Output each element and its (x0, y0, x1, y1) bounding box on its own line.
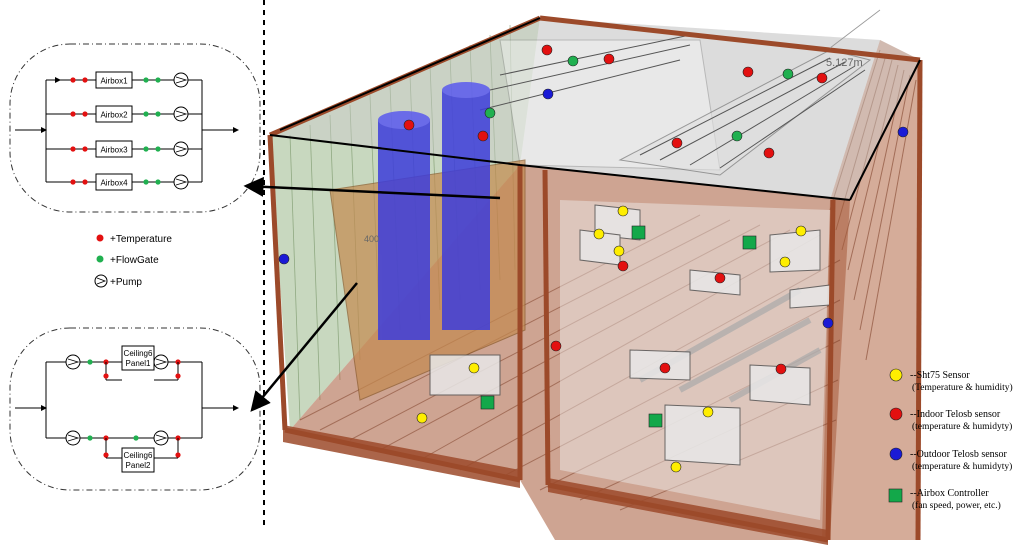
flow-marker (567, 55, 579, 67)
sht75-sensors (416, 205, 807, 473)
water-tanks (378, 82, 490, 340)
ceiling-panel2-line2: Panel2 (126, 461, 151, 470)
airbox-legend-title: --Airbox Controller (910, 488, 989, 499)
sht75-sensor-marker (593, 228, 605, 240)
indoor-sensor-marker (775, 363, 787, 375)
indoor-sensor-marker (541, 44, 553, 56)
airbox1-label: Airbox1 (100, 77, 128, 86)
outdoor-sensor-marker (822, 317, 834, 329)
airbox-controller-marker (480, 395, 495, 410)
outdoor-legend-title: --Outdoor Telosb sensor (910, 449, 1008, 460)
airbox-row-2: Airbox2 (46, 105, 202, 123)
mini-legend: +Temperature +FlowGate +Pump (94, 234, 172, 288)
flow-marker (484, 107, 496, 119)
flowrate-marker-icon (96, 255, 104, 263)
outdoor-telosb-sensors (278, 88, 909, 329)
airbox-controller-marker (631, 225, 646, 240)
indoor-legend-icon (889, 407, 903, 421)
sht75-sensor-marker (702, 406, 714, 418)
indoor-sensor-marker (816, 72, 828, 84)
airbox-controllers (480, 225, 757, 428)
sht75-legend-detail: (Temperature & humidity) (912, 382, 1013, 393)
mini-legend-flowrate: +FlowGate (110, 255, 159, 266)
sht75-sensor-marker (613, 245, 625, 257)
pump-icon (173, 106, 189, 122)
flow-markers-green (484, 55, 794, 142)
indoor-telosb-sensors (403, 44, 828, 375)
airbox-controller-marker (648, 413, 663, 428)
airbox-row-1: Airbox1 (46, 71, 202, 89)
airbox-legend-icon (888, 488, 903, 503)
dimension-label: 5.127m (826, 57, 863, 69)
indoor-sensor-marker (714, 272, 726, 284)
sht75-sensor-marker (416, 412, 428, 424)
sht75-sensor-marker (468, 362, 480, 374)
pump-icon (173, 141, 189, 157)
indoor-sensor-marker (477, 130, 489, 142)
flow-marker (731, 130, 743, 142)
pump-icon (65, 354, 81, 370)
airbox4-label: Airbox4 (100, 179, 128, 188)
outdoor-legend-detail: (temperature & humidyty) (912, 461, 1012, 472)
sht75-sensor-marker (617, 205, 629, 217)
airbox-row-3: Airbox3 (46, 140, 202, 158)
pointer-arrow-airbox (243, 176, 501, 200)
outdoor-sensor-marker (897, 126, 909, 138)
indoor-sensor-marker (659, 362, 671, 374)
pump-icon (153, 430, 169, 446)
indoor-sensor-marker (403, 119, 415, 131)
airbox-schematic: Airbox1 Airbox2 Airbox3 Ai (9, 43, 261, 213)
ruler-label: 400 (364, 234, 379, 244)
flow-marker (782, 68, 794, 80)
indoor-legend-detail: (temperature & humidyty) (912, 421, 1012, 432)
mini-legend-pump: +Pump (110, 277, 142, 288)
indoor-sensor-marker (671, 137, 683, 149)
shipping-container-3d: 5.127m 400 (267, 9, 923, 545)
sht75-legend-title: --Sht75 Sensor (910, 370, 970, 381)
indoor-sensor-marker (603, 53, 615, 65)
mini-legend-temperature: +Temperature (110, 234, 172, 245)
sensor-legend: --Sht75 Sensor (Temperature & humidity) … (888, 368, 1013, 511)
indoor-sensor-marker (742, 66, 754, 78)
pump-icon (65, 430, 81, 446)
outdoor-sensor-marker (278, 253, 290, 265)
indoor-sensor-marker (763, 147, 775, 159)
ceiling-panel-schematic: Ceiling6 Panel1 Ceiling6 Panel2 (9, 327, 261, 491)
temperature-marker-icon (96, 234, 104, 242)
airbox-legend-detail: (fan speed, power, etc.) (912, 500, 1001, 511)
outdoor-legend-icon (889, 447, 903, 461)
pointer-arrow-ceiling (250, 282, 358, 412)
airbox3-label: Airbox3 (100, 146, 128, 155)
pump-icon (173, 174, 189, 190)
ceiling-panel2-line1: Ceiling6 (124, 451, 153, 460)
indoor-legend-title: --Indoor Telosb sensor (910, 409, 1001, 420)
sht75-sensor-marker (670, 461, 682, 473)
outdoor-sensor-marker (542, 88, 554, 100)
airbox2-label: Airbox2 (100, 111, 128, 120)
airbox-controller-marker (742, 235, 757, 250)
indoor-sensor-marker (617, 260, 629, 272)
sht75-legend-icon (889, 368, 903, 382)
ceiling-panel1-line1: Ceiling6 (124, 349, 153, 358)
sht75-sensor-marker (779, 256, 791, 268)
ceiling-panel1-line2: Panel1 (126, 359, 151, 368)
indoor-sensor-marker (550, 340, 562, 352)
sht75-sensor-marker (795, 225, 807, 237)
pump-icon (173, 72, 189, 88)
airbox-row-4: Airbox4 (46, 173, 202, 191)
